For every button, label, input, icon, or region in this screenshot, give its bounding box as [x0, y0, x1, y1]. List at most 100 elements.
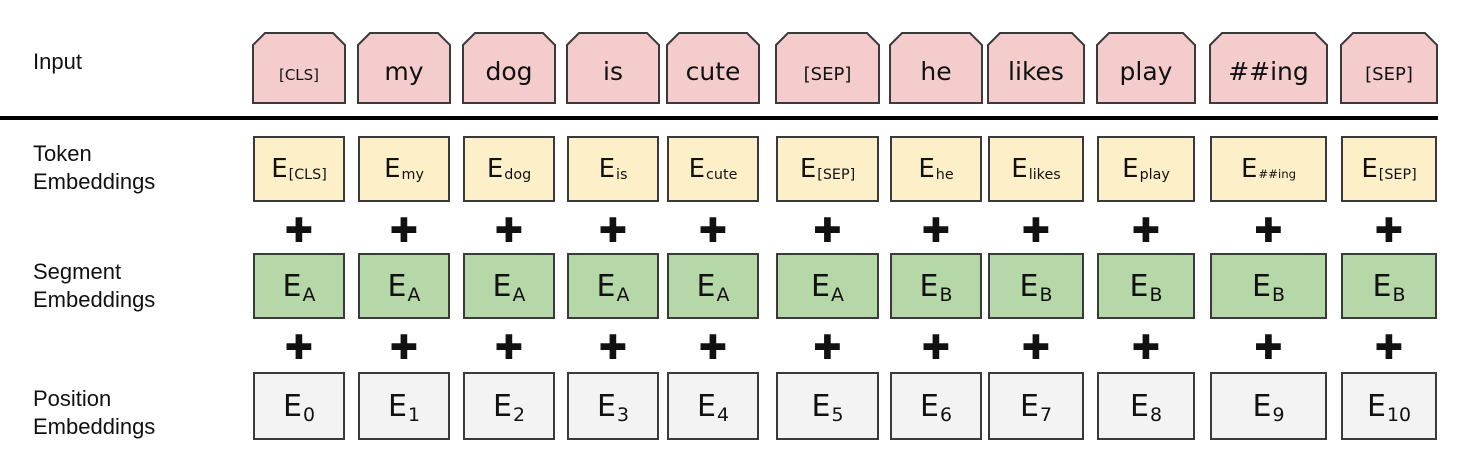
- embedding-subscript: my: [401, 167, 424, 184]
- input-token-label: [CLS]: [279, 66, 319, 84]
- embedding-letter: E: [384, 154, 401, 184]
- plus-icon: ✚: [1021, 328, 1051, 368]
- input-token-label: he: [920, 57, 951, 86]
- input-token: he: [889, 32, 983, 104]
- input-token-shape: [1340, 32, 1438, 104]
- input-token: my: [357, 32, 451, 104]
- segment-label-line2: Embeddings: [33, 287, 156, 312]
- plus-icon: ✚: [284, 211, 314, 251]
- embedding-letter: E: [799, 154, 817, 184]
- embedding-subscript: A: [616, 284, 630, 307]
- plus-icon: ✚: [598, 328, 628, 368]
- embedding-letter: E: [1020, 388, 1039, 424]
- embedding-letter: E: [1122, 154, 1139, 184]
- embedding-subscript: B: [1039, 284, 1053, 307]
- embedding-subscript: B: [1149, 284, 1163, 307]
- input-token: play: [1096, 32, 1196, 104]
- input-token: [SEP]: [1340, 32, 1438, 104]
- plus-icon: ✚: [921, 328, 951, 368]
- input-token: [SEP]: [775, 32, 880, 104]
- embedding-subscript: 6: [939, 404, 952, 427]
- embedding-letter: E: [1011, 154, 1028, 184]
- plus-icon: ✚: [1021, 211, 1051, 251]
- input-token-shape: [775, 32, 880, 104]
- position-label-line1: Position: [33, 386, 112, 411]
- embedding-subscript: A: [831, 284, 844, 307]
- input-row-label: Input: [33, 48, 82, 76]
- token-embedding-box: E##ing: [1210, 136, 1327, 202]
- embedding-subscript: cute: [706, 167, 738, 184]
- input-token-shape: [1209, 32, 1328, 104]
- input-token-label: play: [1120, 57, 1173, 86]
- embedding-letter: E: [919, 268, 939, 304]
- plus-icon: ✚: [1131, 328, 1161, 368]
- plus-icon: ✚: [1374, 211, 1404, 251]
- input-token-label: dog: [485, 57, 532, 86]
- embedding-subscript: 7: [1039, 404, 1052, 427]
- input-token-shape: [252, 32, 346, 104]
- embedding-subscript: 3: [616, 404, 629, 427]
- embedding-subscript: he: [935, 167, 954, 184]
- plus-icon: ✚: [1131, 211, 1161, 251]
- embedding-subscript: ##ing: [1258, 167, 1297, 182]
- input-token-shape: [1096, 32, 1196, 104]
- input-token-shape: [889, 32, 983, 104]
- plus-icon: ✚: [1374, 328, 1404, 368]
- divider-line: [0, 116, 1438, 120]
- embedding-subscript: is: [616, 167, 628, 184]
- embedding-subscript: B: [1392, 284, 1406, 307]
- input-token-label: is: [603, 57, 623, 86]
- embedding-subscript: B: [939, 284, 953, 307]
- embedding-letter: E: [697, 388, 716, 424]
- position-embeddings-label: Position Embeddings: [33, 385, 155, 441]
- embedding-subscript: 5: [831, 404, 844, 427]
- embedding-subscript: A: [407, 284, 421, 307]
- input-token: cute: [666, 32, 760, 104]
- input-token-shape: [566, 32, 660, 104]
- embedding-letter: E: [387, 268, 407, 304]
- embedding-subscript: dog: [504, 167, 532, 184]
- embedding-letter: E: [596, 268, 616, 304]
- segment-label-line1: Segment: [33, 259, 122, 284]
- embedding-letter: E: [1366, 388, 1386, 424]
- input-token: ##ing: [1209, 32, 1328, 104]
- input-token-label: likes: [1008, 57, 1064, 86]
- input-label-text: Input: [33, 49, 82, 74]
- segment-embeddings-label: Segment Embeddings: [33, 258, 155, 314]
- embedding-letter: E: [283, 388, 302, 424]
- embedding-letter: E: [918, 154, 935, 184]
- embedding-letter: E: [1361, 154, 1378, 184]
- embedding-subscript: 8: [1149, 404, 1162, 427]
- embedding-letter: E: [486, 154, 504, 184]
- input-token-label: my: [384, 57, 423, 86]
- embedding-subscript: [SEP]: [817, 167, 856, 184]
- embedding-subscript: B: [1272, 284, 1285, 307]
- input-token-label: cute: [686, 57, 741, 86]
- embedding-subscript: A: [512, 284, 526, 307]
- plus-icon: ✚: [389, 211, 419, 251]
- token-label-line2: Embeddings: [33, 169, 156, 194]
- embedding-subscript: 10: [1386, 404, 1411, 427]
- embedding-letter: E: [688, 154, 706, 184]
- plus-icon: ✚: [494, 328, 524, 368]
- input-token-label: [SEP]: [804, 64, 852, 85]
- input-token-shape: [666, 32, 760, 104]
- embedding-subscript: A: [302, 284, 316, 307]
